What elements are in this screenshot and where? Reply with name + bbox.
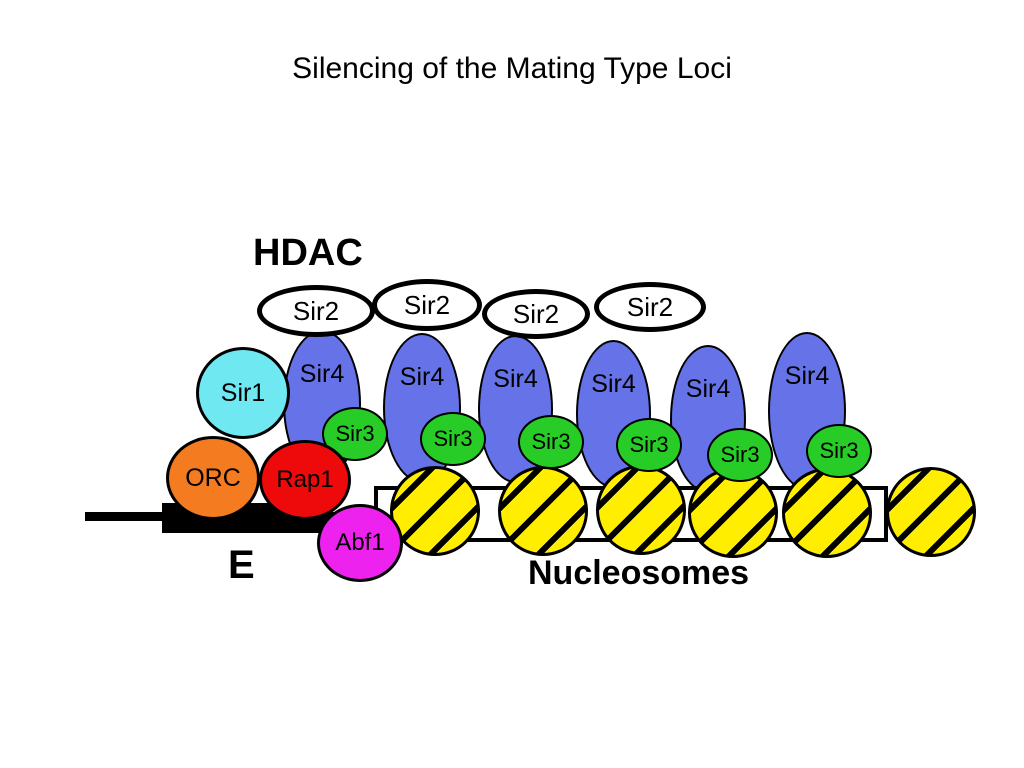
rap1-circle: Rap1 <box>259 440 351 520</box>
orc-label: ORC <box>185 463 241 492</box>
orc-circle: ORC <box>166 436 260 520</box>
sir4-oval: Sir4 <box>768 332 846 490</box>
sir3-label: Sir3 <box>531 429 571 454</box>
sir4-label: Sir4 <box>493 365 538 393</box>
nucleosomes-label: Nucleosomes <box>528 554 750 592</box>
sir3-label: Sir3 <box>629 432 669 457</box>
nucleosome <box>688 468 778 558</box>
sir2-label: Sir2 <box>292 295 340 326</box>
sir3-label: Sir3 <box>720 442 760 467</box>
sir2-ellipse: Sir2 <box>257 285 375 337</box>
sir2-label: Sir2 <box>403 289 451 320</box>
sir2-label: Sir2 <box>512 298 560 329</box>
sir3-circle: Sir3 <box>420 412 486 466</box>
abf1-circle: Abf1 <box>317 504 403 582</box>
nucleosome <box>886 467 976 557</box>
e-silencer-label: E <box>228 543 255 587</box>
nucleosome <box>390 466 480 556</box>
abf1-label: Abf1 <box>335 529 385 556</box>
sir4-label: Sir4 <box>784 362 830 390</box>
nucleosome <box>782 468 872 558</box>
sir2-ellipse: Sir2 <box>482 289 590 339</box>
sir2-ellipse: Sir2 <box>594 282 706 332</box>
sir1-circle: Sir1 <box>196 347 290 439</box>
sir3-circle: Sir3 <box>616 418 682 472</box>
sir3-label: Sir3 <box>433 426 473 451</box>
slide-title: Silencing of the Mating Type Loci <box>292 52 732 85</box>
sir3-label: Sir3 <box>335 421 375 446</box>
hdac-label: HDAC <box>253 232 363 274</box>
sir4-label: Sir4 <box>685 375 731 403</box>
sir4-label: Sir4 <box>299 360 345 388</box>
sir4-label: Sir4 <box>591 370 636 398</box>
sir2-label: Sir2 <box>626 291 674 322</box>
sir1-label: Sir1 <box>220 378 266 407</box>
sir4-label: Sir4 <box>399 363 445 391</box>
sir3-circle: Sir3 <box>518 415 584 469</box>
sir3-circle: Sir3 <box>806 424 872 478</box>
sir2-ellipse: Sir2 <box>372 279 482 331</box>
nucleosome <box>596 465 686 555</box>
sir3-label: Sir3 <box>819 438 859 463</box>
rap1-label: Rap1 <box>276 466 334 493</box>
sir3-circle: Sir3 <box>707 428 773 482</box>
nucleosome <box>498 466 588 556</box>
